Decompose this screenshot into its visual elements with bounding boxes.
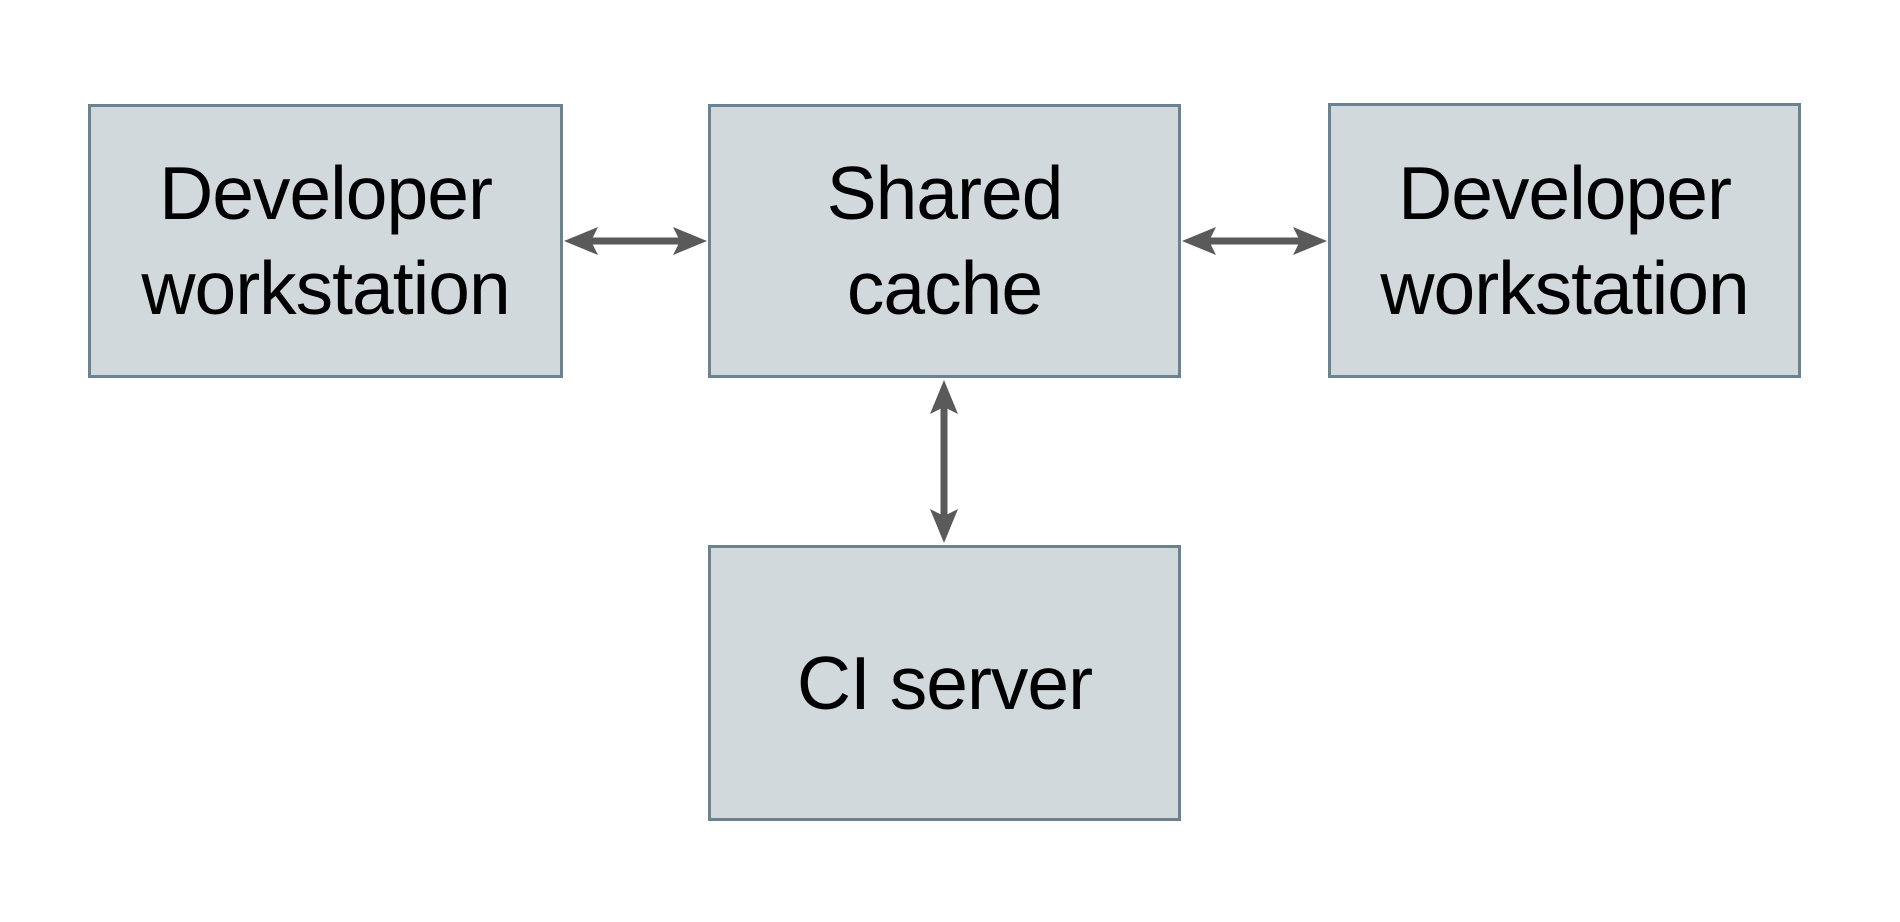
node-label-shared-cache: Shared cache — [826, 151, 1064, 330]
node-label-developer-workstation-right: Developer workstation — [1380, 150, 1749, 330]
bidirectional-arrow-cache-dev-right — [1182, 227, 1327, 255]
node-developer-workstation-left: Developer workstation — [88, 104, 563, 378]
bidirectional-arrow-cache-ci-server — [930, 380, 958, 543]
node-label-ci-server: CI server — [796, 640, 1093, 725]
bidirectional-arrow-dev-left-cache — [564, 227, 707, 255]
node-shared-cache: Shared cache — [708, 104, 1181, 378]
node-developer-workstation-right: Developer workstation — [1328, 103, 1801, 378]
node-ci-server: CI server — [708, 545, 1181, 821]
node-label-developer-workstation-left: Developer workstation — [141, 151, 510, 330]
